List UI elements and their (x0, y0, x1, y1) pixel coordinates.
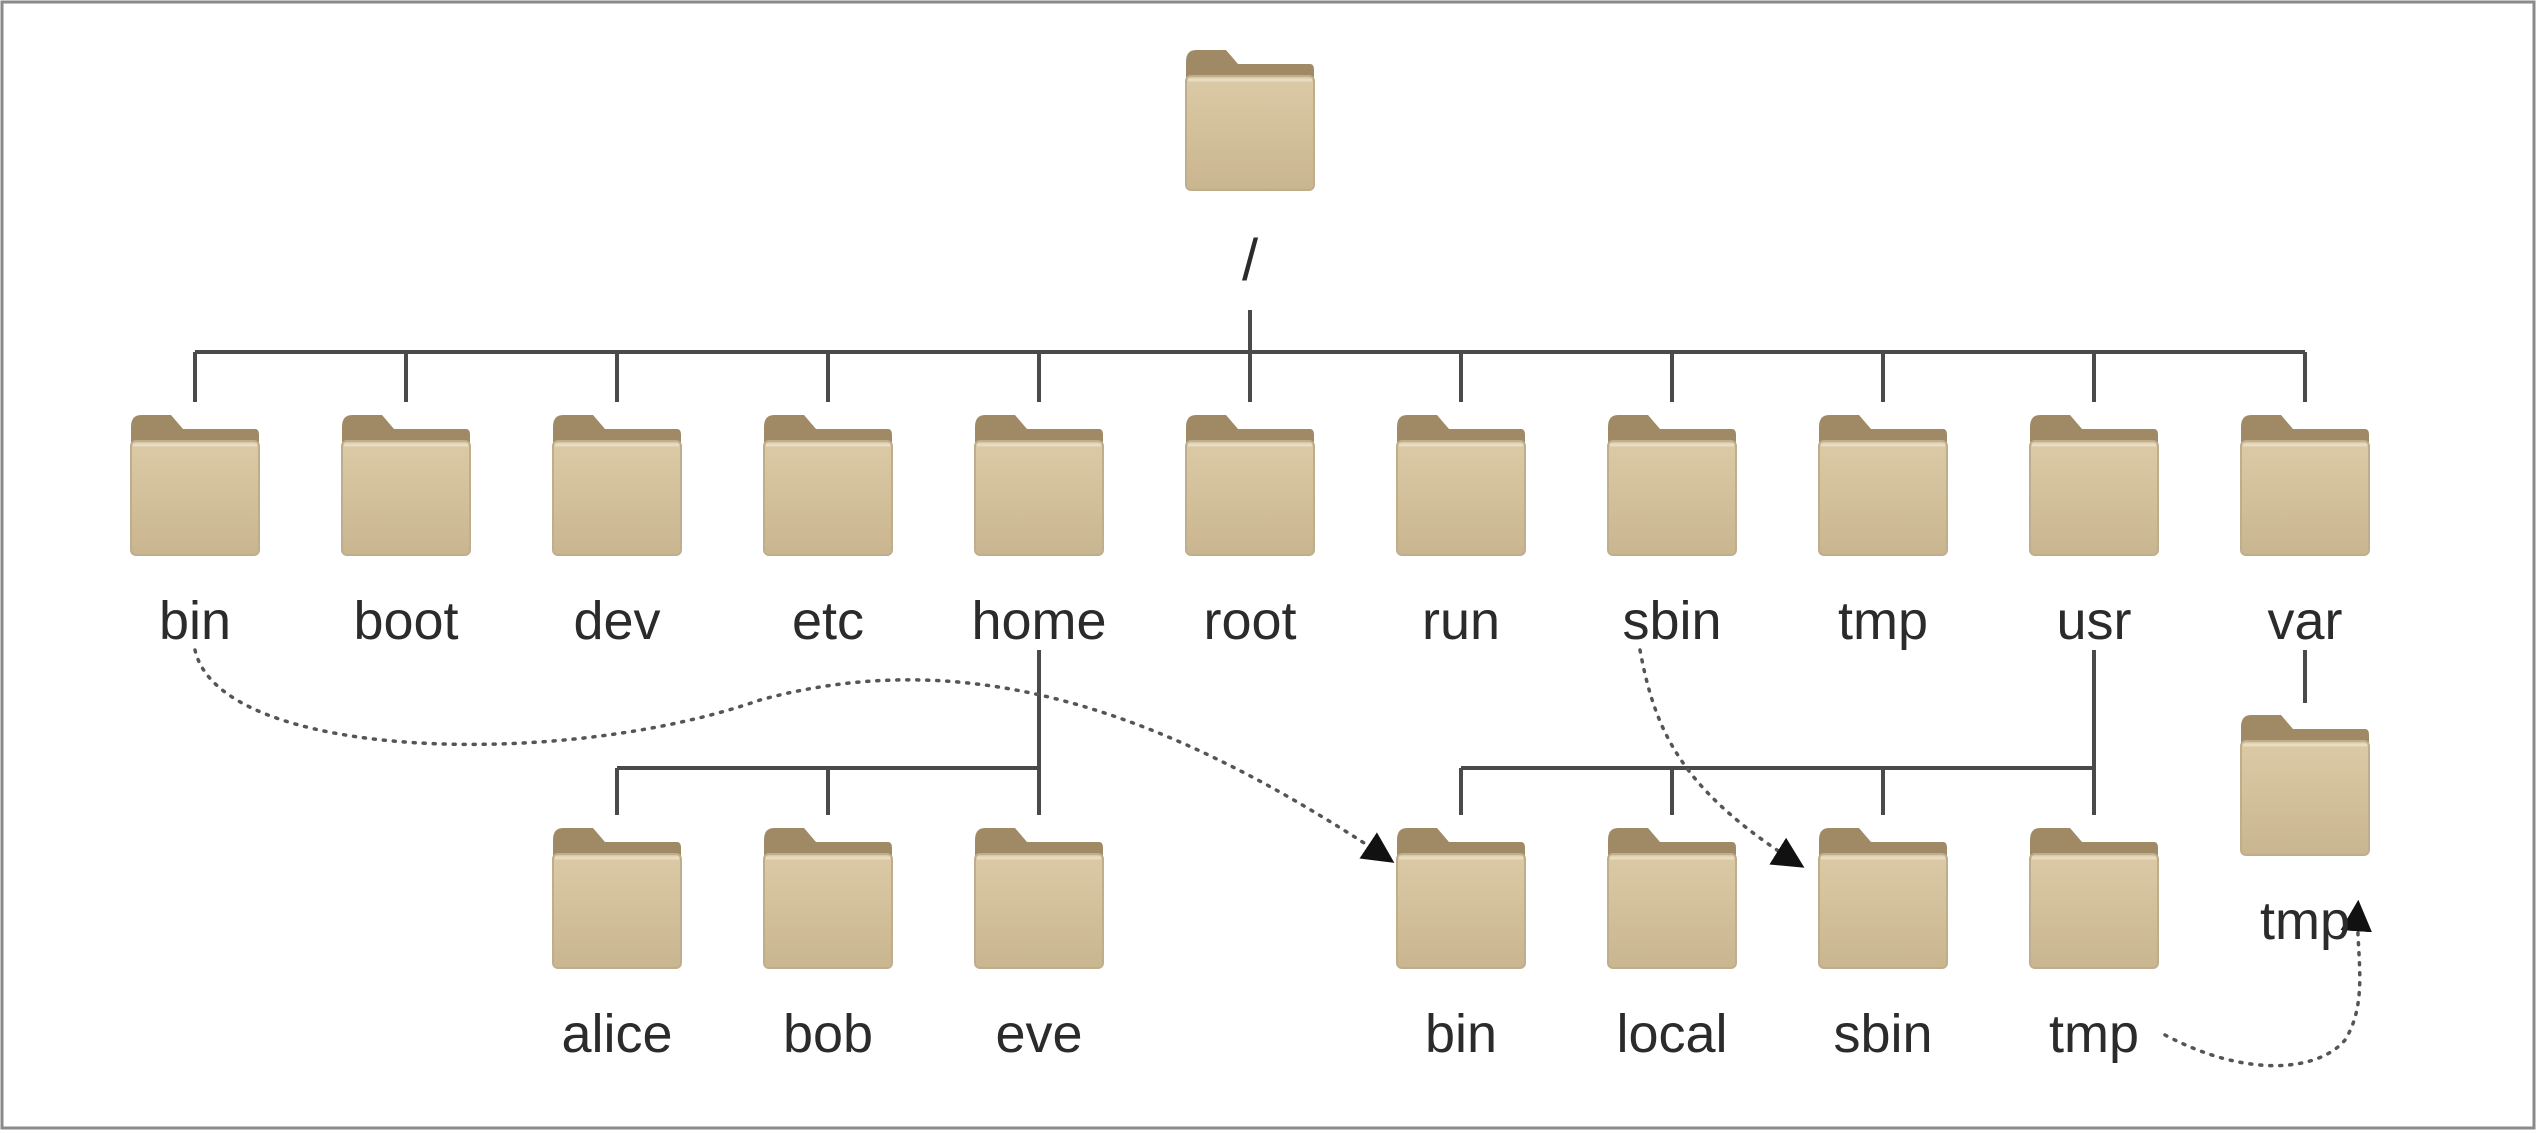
folder-icon (341, 415, 471, 556)
folder-label: sbin (1833, 1004, 1932, 1064)
folder-icon (2240, 715, 2370, 856)
folder-root[interactable]: / (1185, 50, 1315, 293)
folder-icon (1396, 828, 1526, 969)
folder-label: run (1422, 591, 1500, 651)
folder-icon (974, 828, 1104, 969)
folder-icon (1607, 415, 1737, 556)
folder-usr[interactable]: usr (2029, 415, 2159, 651)
folder-label: dev (573, 591, 660, 651)
folder-label: / (1242, 228, 1259, 293)
folder-icon (130, 415, 260, 556)
folder-icon (763, 415, 893, 556)
folder-usr-tmp[interactable]: tmp (2029, 828, 2159, 1064)
folder-label: home (971, 591, 1106, 651)
folder-label: sbin (1622, 591, 1721, 651)
folder-label: tmp (2049, 1004, 2139, 1064)
folder-label: alice (561, 1004, 672, 1064)
folder-home[interactable]: home (971, 415, 1107, 651)
folder-label: root (1203, 591, 1296, 651)
folder-icon (1185, 50, 1315, 191)
symlink-arrows (193, 648, 2372, 1068)
folder-usr-bin[interactable]: bin (1396, 828, 1526, 1064)
symlink-arrow-usr-tmp-to-var-tmp (2163, 899, 2372, 1068)
folder-bob[interactable]: bob (763, 828, 893, 1064)
folder-icon (2240, 415, 2370, 556)
folder-label: bin (1425, 1004, 1497, 1064)
folder-root-dir[interactable]: root (1185, 415, 1315, 651)
folder-label: usr (2056, 591, 2131, 651)
folder-eve[interactable]: eve (974, 828, 1104, 1064)
folder-label: eve (995, 1004, 1082, 1064)
tree-connectors (193, 310, 2307, 815)
folder-label: local (1616, 1004, 1727, 1064)
folder-icon (1396, 415, 1526, 556)
folder-dev[interactable]: dev (552, 415, 682, 651)
folder-nodes: / bin boot dev etc home root run sbin tmp usr var al… (130, 50, 2370, 1064)
folder-tmp[interactable]: tmp (1818, 415, 1948, 651)
folder-icon (974, 415, 1104, 556)
folder-boot[interactable]: boot (341, 415, 471, 651)
folder-icon (552, 415, 682, 556)
folder-usr-sbin[interactable]: sbin (1818, 828, 1948, 1064)
folder-var-tmp[interactable]: tmp (2240, 715, 2370, 951)
folder-icon (1818, 415, 1948, 556)
folder-var[interactable]: var (2240, 415, 2370, 651)
folder-icon (1185, 415, 1315, 556)
folder-label: var (2267, 591, 2342, 651)
folder-label: tmp (1838, 591, 1928, 651)
folder-icon (2029, 415, 2159, 556)
folder-icon (2029, 828, 2159, 969)
folder-icon (1607, 828, 1737, 969)
folder-icon (1818, 828, 1948, 969)
folder-icon (552, 828, 682, 969)
folder-label: boot (353, 591, 458, 651)
folder-sbin[interactable]: sbin (1607, 415, 1737, 651)
folder-alice[interactable]: alice (552, 828, 682, 1064)
folder-label: bin (159, 591, 231, 651)
folder-label: tmp (2260, 891, 2350, 951)
folder-etc[interactable]: etc (763, 415, 893, 651)
folder-run[interactable]: run (1396, 415, 1526, 651)
folder-bin[interactable]: bin (130, 415, 260, 651)
symlink-arrow-sbin-to-usr-sbin (1638, 648, 1805, 868)
folder-label: bob (783, 1004, 873, 1064)
folder-label: etc (792, 591, 864, 651)
symlink-arrow-bin-to-usr-bin (193, 648, 1395, 863)
folder-icon (763, 828, 893, 969)
folder-usr-local[interactable]: local (1607, 828, 1737, 1064)
